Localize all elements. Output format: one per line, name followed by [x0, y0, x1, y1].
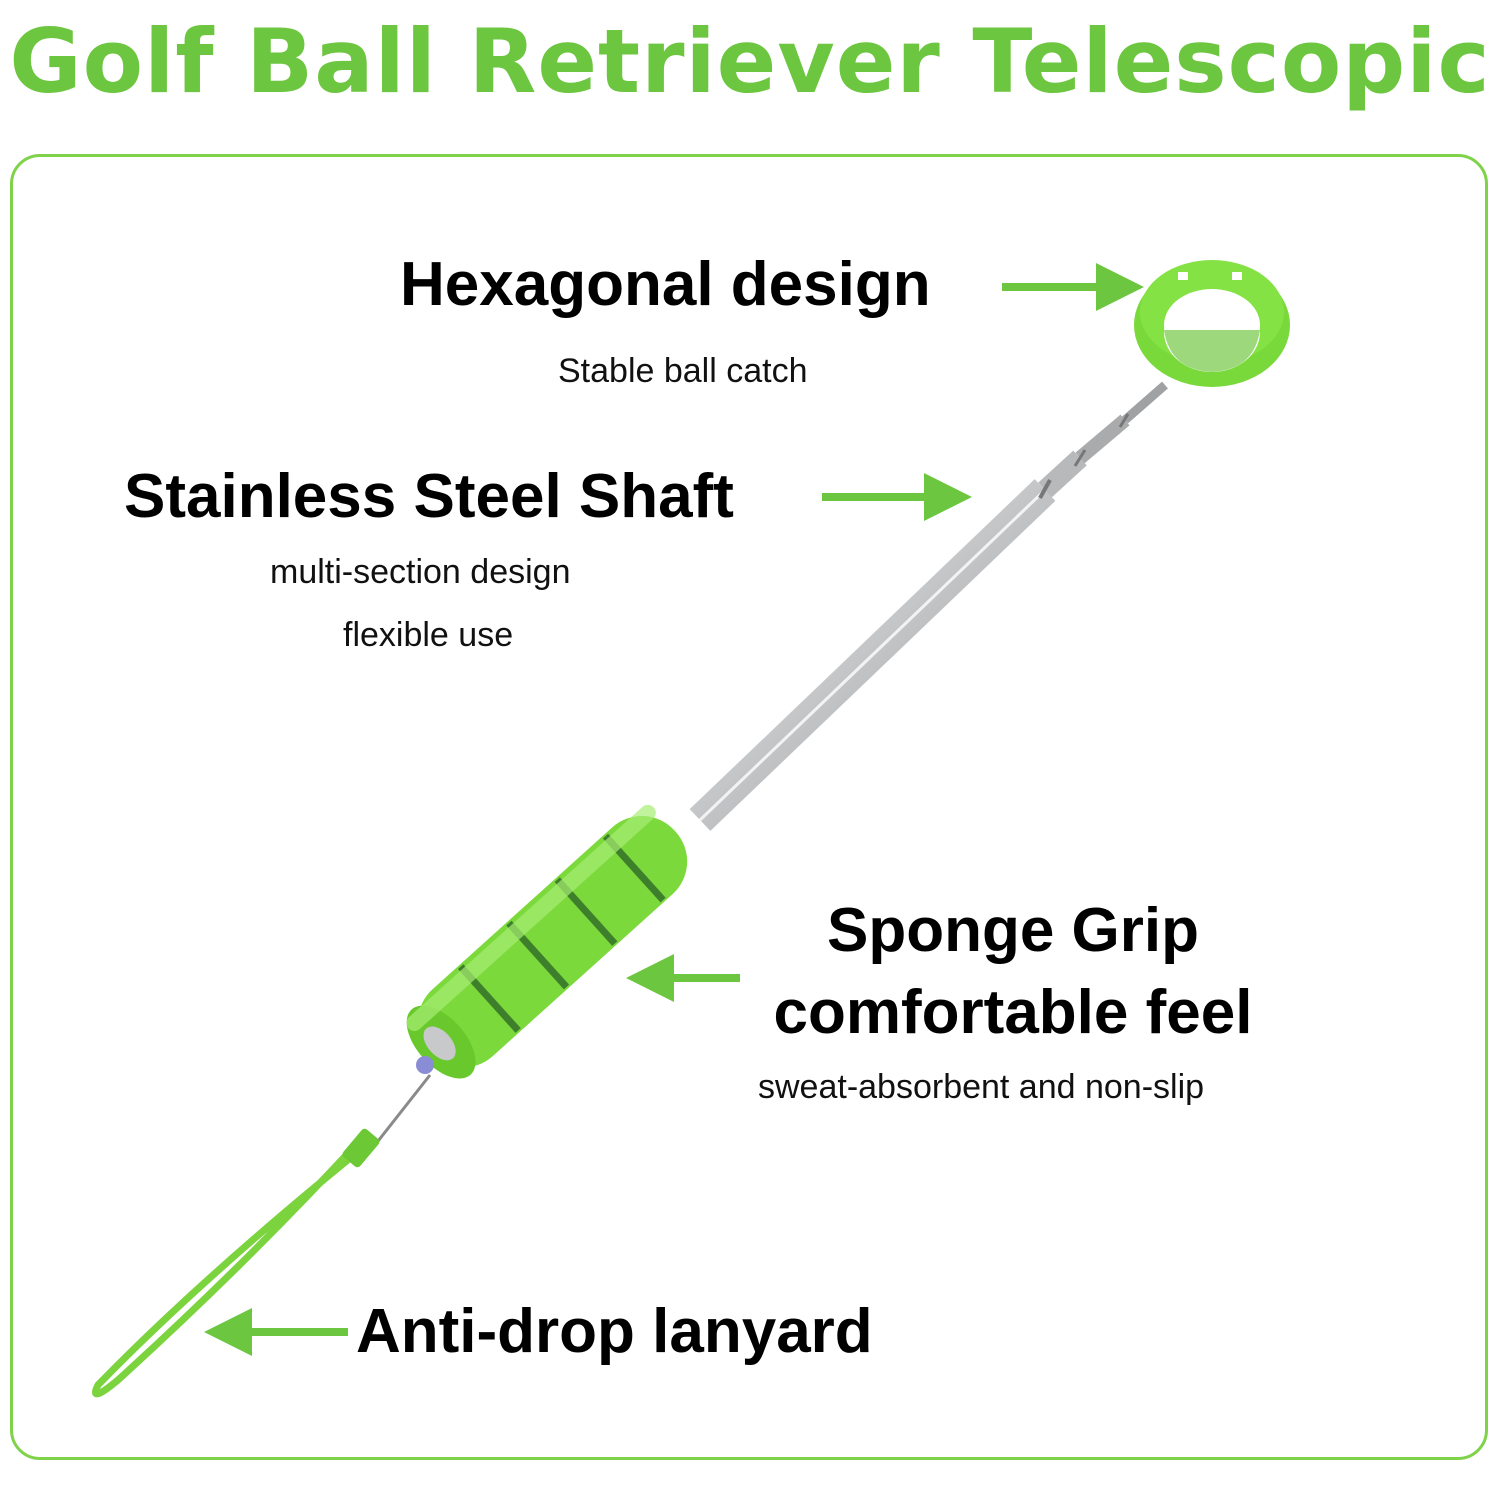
page-title: Golf Ball Retriever Telescopic [9, 10, 1491, 113]
lanyard-icon [92, 1074, 432, 1398]
lanyard-heading: Anti-drop lanyard [356, 1297, 873, 1366]
sponge-grip-caption: sweat-absorbent and non-slip [758, 1068, 1205, 1106]
lanyard-ring-icon [416, 1056, 434, 1074]
hexagonal-design-heading: Hexagonal design [400, 250, 931, 319]
sponge-grip-icon [406, 804, 688, 1079]
steel-shaft-heading: Stainless Steel Shaft [124, 462, 734, 531]
sponge-grip-heading: Sponge Grip [827, 896, 1199, 965]
hexagonal-design-caption: Stable ball catch [558, 352, 808, 390]
sponge-grip-subheading: comfortable feel [773, 978, 1253, 1047]
ball-catcher-ring-icon [1134, 260, 1290, 387]
steel-shaft-caption-2: flexible use [343, 616, 514, 654]
steel-shaft-caption-1: multi-section design [270, 553, 571, 591]
steel-shaft-icon [689, 381, 1168, 831]
feature-frame [10, 154, 1488, 1460]
